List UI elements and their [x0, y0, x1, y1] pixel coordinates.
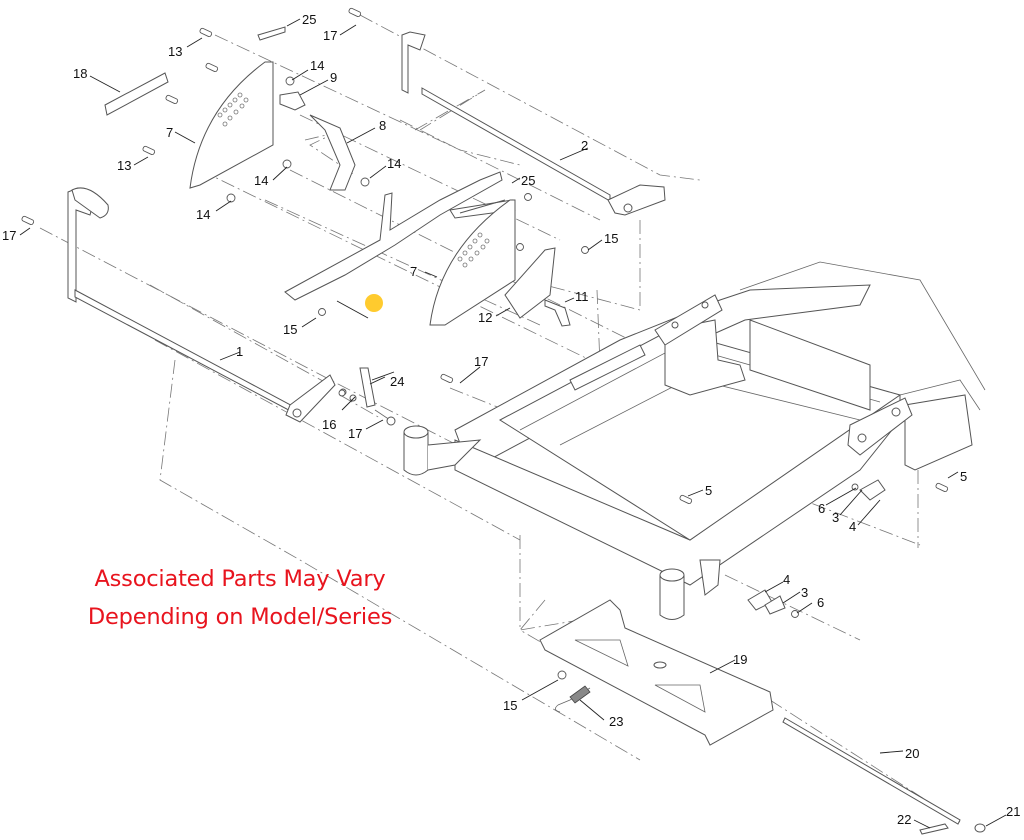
main-frame [403, 261, 986, 620]
callout-17: 17 [323, 28, 337, 43]
callout-13: 13 [168, 44, 182, 59]
model-variation-notice: Associated Parts May Vary Depending on M… [40, 560, 440, 636]
callout-6: 6 [817, 595, 824, 610]
lever-assembly [284, 171, 516, 301]
callout-17: 17 [348, 426, 362, 441]
callout-5: 5 [705, 483, 712, 498]
brackets-3-4 [747, 479, 886, 615]
callout-8: 8 [379, 118, 386, 133]
callout-14: 14 [387, 156, 401, 171]
notice-line-2: Depending on Model/Series [87, 604, 393, 630]
part-23-spring [555, 685, 591, 713]
callout-15: 15 [604, 231, 618, 246]
callout-6: 6 [818, 501, 825, 516]
callout-25: 25 [521, 173, 535, 188]
callout-14: 14 [254, 173, 268, 188]
callout-5: 5 [960, 469, 967, 484]
callout-3: 3 [801, 585, 808, 600]
callout-21: 21 [1006, 804, 1020, 819]
callout-25: 25 [302, 12, 316, 27]
callout-17: 17 [2, 228, 16, 243]
part-7-plate-lower [429, 199, 571, 327]
highlight-marker[interactable] [365, 294, 383, 312]
part-7-plate-upper [104, 26, 286, 189]
callout-12: 12 [478, 310, 492, 325]
notice-line-1: Associated Parts May Vary [94, 566, 386, 592]
part-8-arm [279, 91, 356, 191]
callout-3: 3 [832, 510, 839, 525]
callout-labels: 25 17 13 18 14 9 7 8 2 13 14 14 14 25 17… [2, 12, 1020, 827]
part-19-footplate [539, 599, 986, 835]
part-1-bar [67, 187, 396, 426]
callout-18: 18 [73, 66, 87, 81]
callout-22: 22 [897, 812, 911, 827]
fasteners [21, 7, 949, 680]
part-2-bar [401, 31, 666, 216]
callout-7: 7 [410, 264, 417, 279]
callout-7: 7 [166, 125, 173, 140]
callout-4: 4 [849, 519, 856, 534]
callout-14: 14 [310, 58, 324, 73]
callout-1: 1 [236, 344, 243, 359]
callout-15: 15 [503, 698, 517, 713]
callout-2: 2 [581, 138, 588, 153]
callout-9: 9 [330, 70, 337, 85]
callout-13: 13 [117, 158, 131, 173]
callout-24: 24 [390, 374, 404, 389]
callout-4: 4 [783, 572, 790, 587]
callout-17: 17 [474, 354, 488, 369]
callout-20: 20 [905, 746, 919, 761]
callout-14: 14 [196, 207, 210, 222]
callout-16: 16 [322, 417, 336, 432]
callout-19: 19 [733, 652, 747, 667]
callout-leaders [19, 18, 1007, 829]
callout-15: 15 [283, 322, 297, 337]
callout-23: 23 [609, 714, 623, 729]
callout-11: 11 [575, 289, 589, 304]
